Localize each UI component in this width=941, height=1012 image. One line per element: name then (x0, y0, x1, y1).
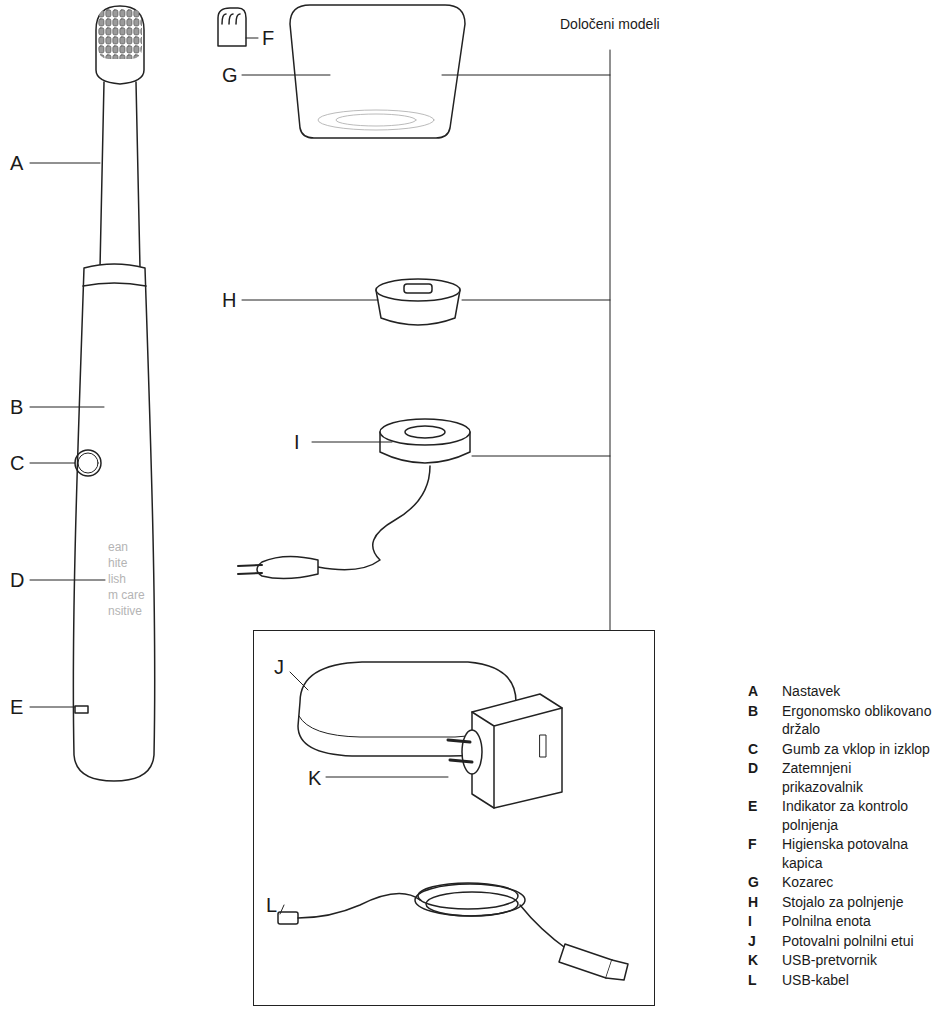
key-text: Zatemnjeni prikazovalnik (782, 759, 932, 796)
key-letter: G (748, 873, 759, 892)
key-letter: B (748, 702, 758, 721)
mode-text: m care (108, 588, 145, 602)
callout-letter: G (222, 63, 238, 87)
glass (290, 5, 465, 138)
key-letter: J (748, 932, 756, 951)
key-letter: C (748, 740, 758, 759)
key-text: Higienska potovalna kapica (782, 835, 932, 872)
callout-letter: E (10, 695, 23, 719)
key-text: USB-kabel (782, 971, 932, 990)
callout-letter: H (222, 288, 236, 312)
callout-letter: L (266, 893, 277, 917)
toothbrush (73, 6, 154, 781)
mode-text: ean (108, 540, 128, 554)
callout-letter: C (10, 451, 24, 475)
mode-text: nsitive (108, 604, 142, 618)
key-letter: H (748, 893, 758, 912)
key-letter: K (748, 951, 758, 970)
callout-letter: D (10, 568, 24, 592)
key-letter: A (748, 682, 758, 701)
key-text: Polnilna enota (782, 912, 932, 931)
leader-lines (30, 38, 448, 914)
key-letter: L (748, 971, 757, 990)
key-letter: F (748, 835, 757, 854)
usb-cable (278, 883, 628, 980)
callout-letter: B (10, 395, 23, 419)
callout-letter: F (262, 26, 274, 50)
note-text: Določeni modeli (560, 16, 660, 33)
travel-cap (218, 8, 246, 46)
key-letter: E (748, 797, 757, 816)
key-text: Indikator za kontrolo polnjenja (782, 797, 932, 834)
key-text: Stojalo za polnjenje (782, 893, 932, 912)
charger (238, 419, 470, 579)
key-text: Nastavek (782, 682, 932, 701)
callout-letter: A (10, 151, 23, 175)
mode-text: lish (108, 572, 126, 586)
key-text: Kozarec (782, 873, 932, 892)
key-text: Potovalni polnilni etui (782, 932, 932, 951)
callout-letter: J (274, 655, 284, 679)
key-text: USB-pretvornik (782, 951, 932, 970)
accessory-frame: J K L (253, 630, 655, 1006)
bracket (442, 50, 610, 630)
key-text: Gumb za vklop in izklop (782, 740, 932, 759)
key-letter: D (748, 759, 758, 778)
mode-text: hite (108, 556, 127, 570)
usb-adapter (448, 694, 562, 808)
key-letter: I (748, 912, 752, 931)
callout-letter: I (294, 430, 300, 454)
callout-letter: K (308, 766, 321, 790)
charging-stand (376, 279, 460, 325)
key-text: Ergonomsko oblikovano držalo (782, 702, 932, 739)
